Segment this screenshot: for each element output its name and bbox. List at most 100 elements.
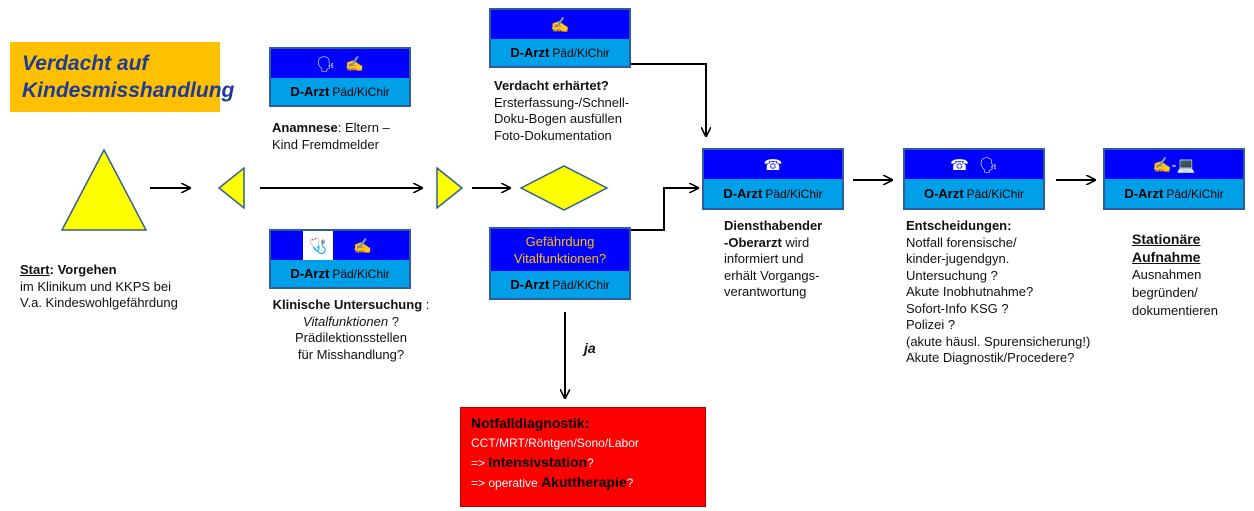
klinisch-line4: für Misshandlung? [297,346,405,362]
dienst-rest2: wird [781,234,810,250]
dienst-bold1: Diensthabender [724,218,823,233]
stationaer-text: Stationäre Aufnahme Ausnahmen begründen/… [1132,230,1218,320]
notfall-title: Notfalldiagnostik [471,415,585,431]
entscheidung-item: Polizei ? [906,317,956,332]
start-rest: : Vorgehen [49,262,117,277]
card-anamnese-icons: 🗣 ✍ [271,49,409,78]
decision-diamond [519,165,609,211]
stethoscope-icon: 🩺 [303,231,333,260]
notfall-intensiv: Intensivstation [488,454,588,470]
card-stationaer-icons: ✍-💻 [1105,150,1243,179]
merge-triangle-right [436,166,464,210]
card-diensthabend-label: D-Arzt [723,186,763,201]
diensthabend-text: Diensthabender -Oberarzt wird informiert… [724,218,822,301]
start-line3: V.a. Kindeswohlgefährdung [20,295,178,310]
entscheidung-item: kinder-jugendgyn. [906,251,1010,266]
stationaer-line: dokumentieren [1132,303,1218,318]
notfall-box: Notfalldiagnostik: CCT/MRT/Röntgen/Sono/… [460,407,706,507]
anamnese-line2: Kind Fremdmelder [272,136,379,151]
card-anamnese-sub: Päd/KiChir [332,84,390,99]
entscheidung-item: Akute Inobhutnahme? [906,284,1034,299]
telephone-icon: ☎ [950,156,969,174]
card-diensthabend-sub: Päd/KiChir [765,186,823,201]
entscheidung-item: Untersuchung ? [906,267,998,283]
speaking-head-icon: 🗣 [978,156,998,174]
klinisch-bold: Klinische Untersuchung [272,297,423,312]
speaking-head-icon: 🗣 [316,55,336,73]
card-vital-label: D-Arzt [510,277,550,292]
entscheidung-item: Akute Diagnostik/Procedere? [906,350,1075,365]
anamnese-bold: Anamnese [272,120,338,135]
card-stationaer-sub: Päd/KiChir [1166,186,1224,201]
verdacht-text: Verdacht erhärtet? Ersterfassung-/Schnel… [494,78,629,148]
klinisch-rest: : [422,297,430,312]
entscheidung-item: Sofort-Info KSG ? [906,300,1009,316]
notfall-akut: Akuttherapie [541,474,627,490]
card-oarzt-label: O-Arzt [923,186,964,201]
verdacht-line4: Foto-Dokumentation [494,127,612,143]
start-text: Start: Vorgehen im Klinikum und KKPS bei… [20,262,178,312]
stationaer-u1: Stationäre [1132,231,1201,247]
notfall-line3a: => [471,456,489,470]
title-line2: Kindesmisshandlung [22,79,235,102]
notfall-colon: : [584,415,590,431]
verdacht-line2: Ersterfassung-/Schnell- [494,94,630,110]
title-line1: Verdacht auf [22,52,149,75]
start-lead: Start [20,262,50,277]
klinisch-vital: Vitalfunktionen [303,313,389,329]
pen-computer-icon: ✍-💻 [1152,156,1196,174]
card-verdacht-sub: Päd/KiChir [552,45,610,60]
telephone-icon: ☎ [763,156,783,174]
anamnese-rest: : Eltern – [337,120,390,135]
card-klinisch-icons: 🩺 ✍ [271,231,409,260]
entscheidungen-bold: Entscheidungen: [906,218,1012,233]
anamnese-text: Anamnese: Eltern – Kind Fremdmelder [272,120,390,150]
klinisch-vital-q: ? [388,313,399,329]
card-oarzt-icons: ☎ 🗣 [905,150,1043,179]
card-vital-sub: Päd/KiChir [552,277,610,292]
dienst-bold2: -Oberarzt [724,234,782,250]
card-stationaer-label: D-Arzt [1124,186,1164,201]
klinisch-text: Klinische Untersuchung : Vitalfunktionen… [262,297,440,363]
stationaer-u2: Aufnahme [1132,249,1201,265]
connector-verdacht-to-dienst [631,63,706,136]
signature-pen-icon: ✍ [345,55,364,73]
card-verdacht-label: D-Arzt [510,45,550,60]
title-box: Verdacht auf Kindesmisshandlung [10,42,235,112]
signature-pen-icon: ✍ [550,16,570,34]
stationaer-line: Ausnahmen [1132,267,1202,282]
card-verdacht-icons: ✍ [491,10,629,39]
verdacht-line3: Doku-Bogen ausfüllen [494,111,622,126]
card-klinisch-sub: Päd/KiChir [332,266,390,281]
notfall-line4c: ? [626,476,634,490]
ja-label: ja [584,340,596,356]
entscheidung-item: (akute häusl. Spurensicherung!) [906,333,1091,349]
dienst-line5: verantwortung [724,284,807,299]
card-anamnese-label: D-Arzt [290,84,330,99]
vital-question-line2: Vitalfunktionen? [513,251,607,266]
verdacht-bold: Verdacht erhärtet? [494,78,609,93]
notfall-line4a: => operative [471,476,542,490]
connector-vital-to-dienst [631,188,698,231]
dienst-line3: informiert und [724,251,804,266]
signature-pen-icon: ✍ [353,237,372,255]
dienst-line4: erhält Vorgangs- [724,267,820,283]
merge-triangle-left [217,166,245,210]
stationaer-line: begründen/ [1132,285,1198,300]
klinisch-line3: Prädilektionsstellen [294,330,407,345]
card-klinisch-label: D-Arzt [290,266,330,281]
entscheidungen-text: Entscheidungen: Notfall forensische/ kin… [906,218,1090,367]
vital-question-line1: Gefährdung [525,234,595,249]
notfall-line2: CCT/MRT/Röntgen/Sono/Labor [471,436,639,450]
start-line2: im Klinikum und KKPS bei [20,278,172,294]
card-oarzt-sub: Päd/KiChir [966,186,1025,201]
card-diensthabend-icons: ☎ [704,150,842,179]
card-vital-question: Gefährdung Vitalfunktionen? [491,229,629,271]
